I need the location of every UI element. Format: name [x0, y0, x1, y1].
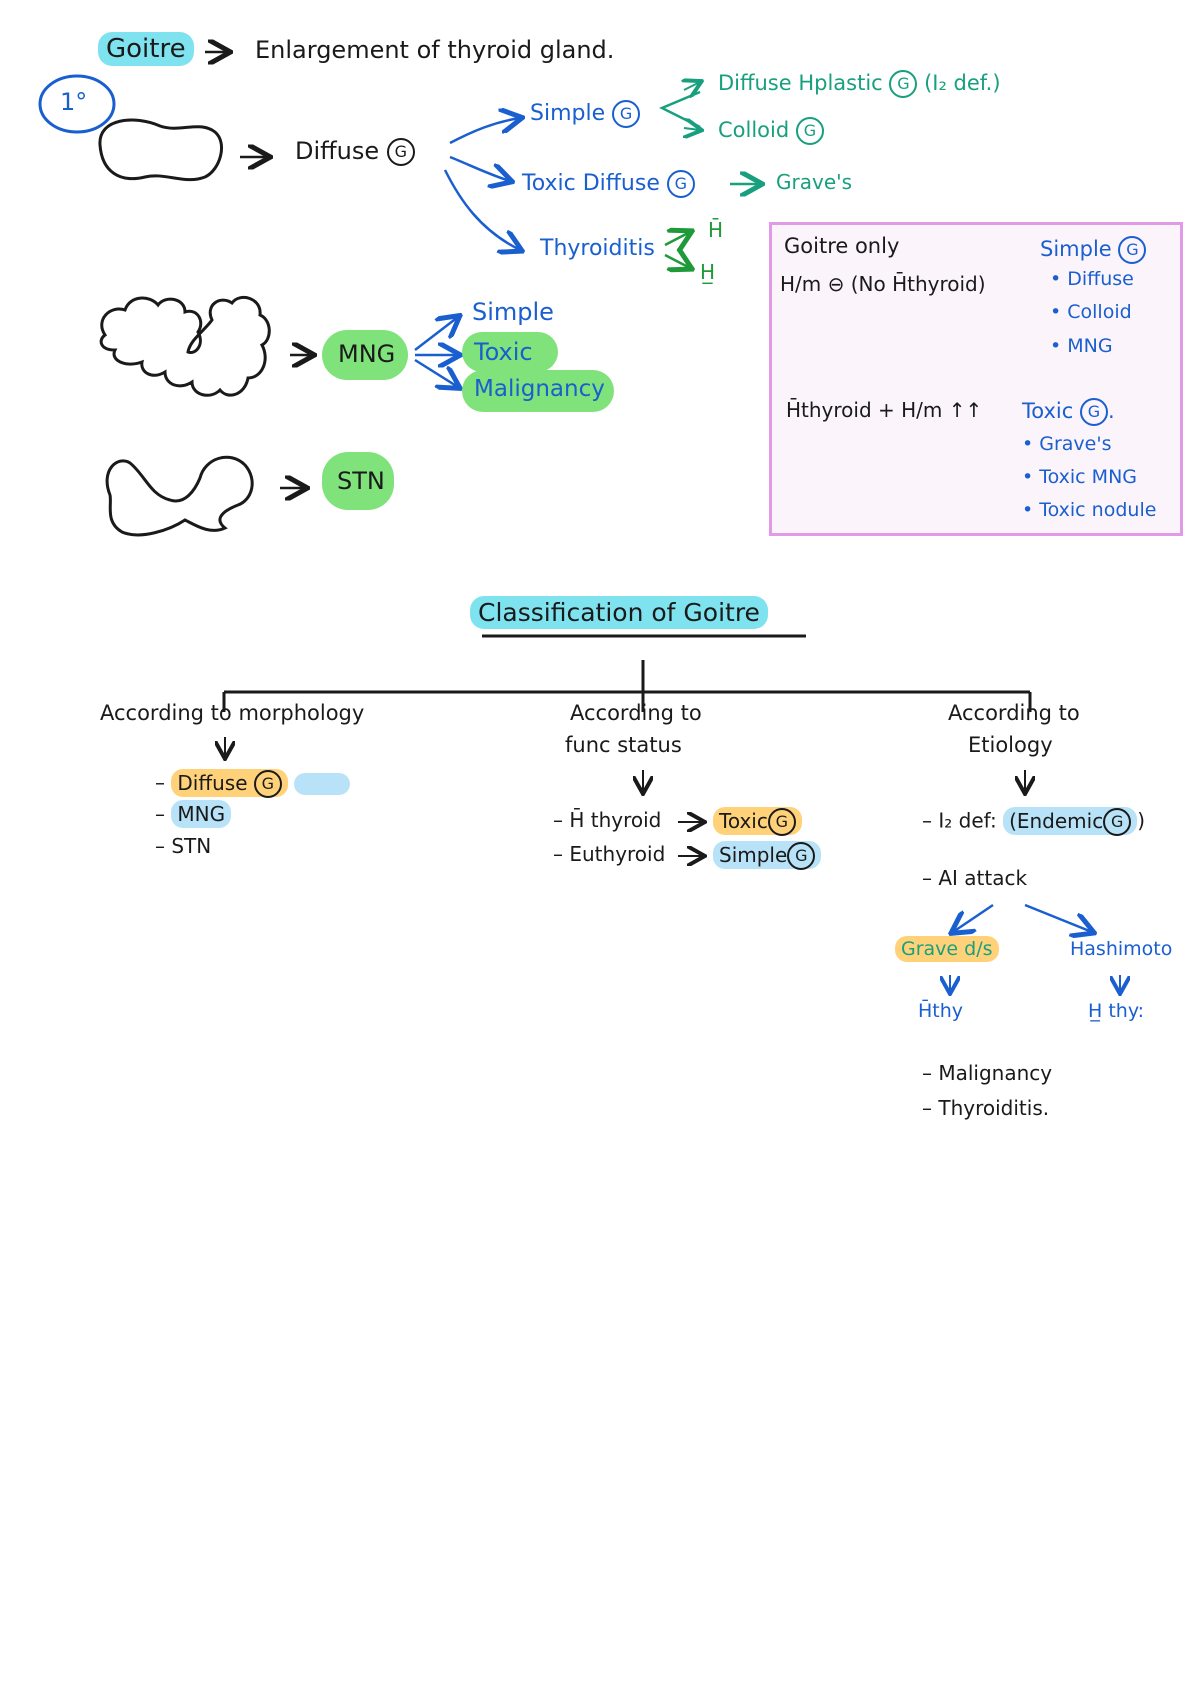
summary-box: [769, 222, 1183, 536]
etio-heading-2: Etiology: [968, 733, 1053, 757]
badge-circle: [38, 74, 116, 134]
func-heading-2: func status: [565, 733, 682, 757]
classification-title: Classification of Goitre: [470, 596, 768, 629]
diffuse-label: Diffuse G: [295, 138, 415, 166]
goitre-definition: Enlargement of thyroid gland.: [255, 36, 615, 64]
diffuse-hyperplastic-label: Diffuse Hplastic G (I₂ def.): [718, 70, 1001, 98]
simple-goitre-label: Simple G: [530, 100, 641, 128]
func-hyper: – H̄ thyroid: [553, 808, 662, 832]
box-line1: Goitre only: [784, 234, 900, 258]
etio-heading-1: According to: [948, 701, 1080, 725]
morph-item-stn: – STN: [155, 834, 212, 858]
mng-gland-shape: [99, 295, 271, 397]
func-heading-1: According to: [570, 701, 702, 725]
mng-label: MNG: [338, 340, 396, 368]
thyroiditis-label: Thyroiditis: [540, 236, 655, 261]
etio-thyroiditis: – Thyroiditis.: [922, 1096, 1050, 1120]
box-simple-item: • MNG: [1050, 335, 1113, 357]
box-toxic-item: • Toxic nodule: [1022, 499, 1157, 521]
diffuse-gland-shape: [98, 118, 224, 182]
mng-pill: [322, 330, 408, 380]
etio-malignancy: – Malignancy: [922, 1061, 1053, 1085]
box-line3: H̄thyroid + H/m ↑↑: [786, 398, 983, 422]
etio-hyper-thy: H̄thy: [918, 1000, 964, 1022]
etio-ai-attack: – AI attack: [922, 866, 1028, 890]
box-line2: H/m ⊖ (No H̄thyroid): [780, 272, 986, 296]
hyper-label: H̄: [708, 218, 724, 242]
box-simple-item: • Colloid: [1050, 301, 1132, 323]
primary-badge: 1°: [60, 88, 88, 116]
box-simple-item: • Diffuse: [1050, 268, 1134, 290]
mng-toxic-pill: [462, 332, 558, 372]
morph-item-mng: – MNG: [155, 800, 232, 828]
morphology-heading: According to morphology: [100, 701, 365, 725]
mng-malignancy-pill: [462, 370, 614, 412]
morph-item-diffuse: – Diffuse G: [155, 768, 351, 798]
mng-malignancy-label: Malignancy: [474, 376, 605, 402]
colloid-label: Colloid G: [718, 117, 824, 145]
toxic-diffuse-label: Toxic Diffuse G: [522, 170, 695, 198]
stn-pill: [322, 452, 394, 510]
func-euthyroid: – Euthyroid: [553, 842, 666, 866]
box-toxic-label: Toxic G.: [1022, 398, 1115, 426]
mng-toxic-label: Toxic: [474, 338, 533, 366]
box-simple-label: Simple G: [1040, 236, 1147, 264]
stn-gland-shape: [105, 455, 254, 537]
etio-hashimoto: Hashimoto: [1070, 938, 1173, 960]
mng-simple-label: Simple: [472, 298, 554, 326]
goitre-heading: Goitre: [98, 32, 194, 66]
graves-label: Grave's: [776, 170, 853, 194]
etio-hypo-thy: H̲ thy:: [1088, 1000, 1145, 1022]
box-toxic-item: • Toxic MNG: [1022, 466, 1138, 488]
etio-grave: Grave d/s: [895, 936, 999, 962]
stn-label: STN: [337, 467, 385, 495]
hypo-label: H̲: [700, 260, 716, 284]
box-toxic-item: • Grave's: [1022, 433, 1112, 455]
